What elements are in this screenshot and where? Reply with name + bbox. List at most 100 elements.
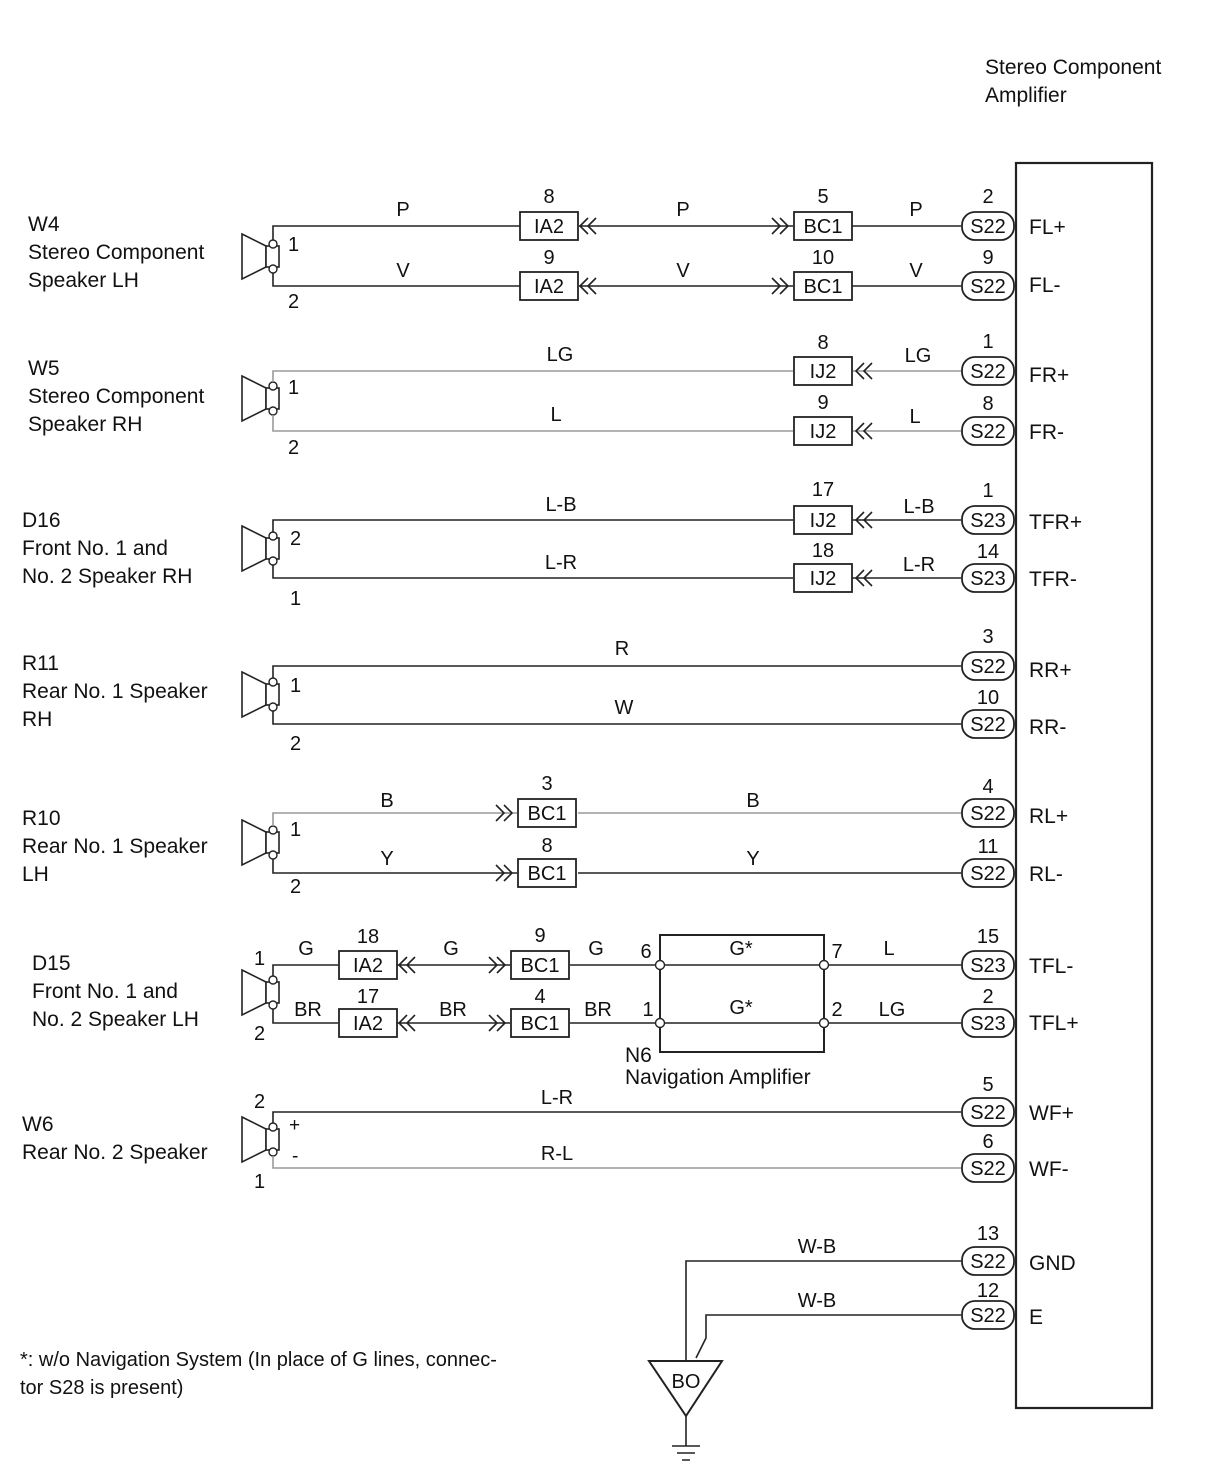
w4-wire1-color-b: P <box>676 199 689 221</box>
amp-connector-s23: S23 2 <box>961 986 1015 1038</box>
w6-wire2-color: R-L <box>541 1143 573 1165</box>
nav-wire-label: G* <box>729 997 753 1019</box>
svg-text:5: 5 <box>817 186 828 208</box>
speaker-icon <box>241 670 280 719</box>
ground-point-icon: BO <box>647 1360 724 1461</box>
svg-text:BC1: BC1 <box>804 216 843 238</box>
svg-text:S23: S23 <box>970 1013 1006 1035</box>
navigation-amplifier: 6 7 1 2 G* G* <box>640 934 843 1053</box>
svg-text:3: 3 <box>982 626 993 648</box>
amp-connector-s22: S22 10 <box>961 687 1015 739</box>
ground-wire2-color: W-B <box>798 1290 837 1312</box>
svg-text:18: 18 <box>812 540 834 562</box>
w4-pin2-label: 2 <box>288 291 299 313</box>
r10-wire2-color-a: Y <box>380 848 393 870</box>
connector-ij2: IJ2 9 <box>793 392 873 446</box>
svg-text:8: 8 <box>541 835 552 857</box>
svg-text:8: 8 <box>543 186 554 208</box>
group-d15: D15 Front No. 1 and No. 2 Speaker LH 1 2… <box>32 925 1079 1089</box>
terminal-label: RL- <box>1029 863 1063 886</box>
terminal-label: TFL- <box>1029 955 1073 978</box>
connector-ia2: IA2 18 <box>338 926 416 980</box>
svg-text:1: 1 <box>982 480 993 502</box>
svg-text:BC1: BC1 <box>528 863 567 885</box>
w6-code: W6 <box>22 1113 54 1136</box>
speaker-icon <box>241 374 280 423</box>
svg-text:4: 4 <box>982 776 993 798</box>
svg-text:18: 18 <box>357 926 379 948</box>
d15-wire2-color-a: BR <box>294 999 322 1021</box>
w6-pin-minus-label: 1 <box>254 1171 265 1193</box>
svg-text:S22: S22 <box>970 803 1006 825</box>
footnote-line2: tor S28 is present) <box>20 1377 183 1399</box>
d15-wire2-color-d: LG <box>879 999 906 1021</box>
svg-text:4: 4 <box>534 986 545 1008</box>
svg-text:S22: S22 <box>970 863 1006 885</box>
svg-text:IA2: IA2 <box>353 1013 383 1035</box>
r10-name-line1: Rear No. 1 Speaker <box>22 835 208 858</box>
svg-text:8: 8 <box>817 332 828 354</box>
svg-text:17: 17 <box>357 986 379 1008</box>
svg-text:S22: S22 <box>970 1102 1006 1124</box>
terminal-label: TFL+ <box>1029 1012 1079 1035</box>
footnote-line1: *: w/o Navigation System (In place of G … <box>20 1349 497 1371</box>
svg-text:2: 2 <box>831 999 842 1021</box>
w4-wire2-color-b: V <box>676 260 690 282</box>
d15-pin1-label: 1 <box>254 948 265 970</box>
stereo-component-amplifier: Stereo Component Amplifier <box>985 56 1161 1410</box>
w6-polarity-minus: - <box>292 1146 298 1167</box>
r10-pin1-label: 1 <box>290 819 301 841</box>
amp-connector-s22: S22 3 <box>961 626 1015 681</box>
terminal-label: WF- <box>1029 1158 1069 1181</box>
terminal-label: FL+ <box>1029 216 1066 239</box>
terminal-label: TFR+ <box>1029 511 1082 534</box>
amp-connector-s23: S23 14 <box>961 541 1015 593</box>
d15-wire1-color-d: L <box>883 938 894 960</box>
w4-wire1-color-c: P <box>909 199 922 221</box>
d15-wire1-color-c: G <box>588 938 604 960</box>
terminal-label: RR- <box>1029 716 1066 739</box>
w5-wire1-color-a: LG <box>547 344 574 366</box>
w5-wire2-color-b: L <box>909 406 920 428</box>
svg-text:9: 9 <box>543 247 554 269</box>
w5-code: W5 <box>28 357 60 380</box>
amp-connector-s22: S22 6 <box>961 1131 1015 1183</box>
svg-text:3: 3 <box>541 773 552 795</box>
r11-name-line1: Rear No. 1 Speaker <box>22 680 208 703</box>
d16-wire2-color-a: L-R <box>545 552 577 574</box>
group-w4: W4 Stereo Component Speaker LH 1 2 P P P… <box>28 186 1066 313</box>
w5-name-line1: Stereo Component <box>28 385 204 408</box>
connector-ia2: IA2 9 <box>519 247 597 301</box>
r10-code: R10 <box>22 807 61 830</box>
nav-wire-label: G* <box>729 938 753 960</box>
connector-bc1: BC1 8 <box>495 835 577 888</box>
connector-bc1: BC1 10 <box>771 247 853 301</box>
svg-text:10: 10 <box>977 687 999 709</box>
connector-ij2: IJ2 17 <box>793 479 873 535</box>
r10-wire2-color-b: Y <box>746 848 759 870</box>
w5-name-line2: Speaker RH <box>28 413 142 436</box>
navigation-amplifier-code: N6 <box>625 1044 652 1067</box>
connector-bc1: BC1 5 <box>771 186 853 241</box>
svg-text:10: 10 <box>812 247 834 269</box>
svg-text:8: 8 <box>982 393 993 415</box>
terminal-label: FL- <box>1029 274 1061 297</box>
svg-text:9: 9 <box>982 247 993 269</box>
amp-connector-s22: S22 9 <box>961 247 1015 301</box>
svg-text:6: 6 <box>640 941 651 963</box>
d16-pin-upper-label: 2 <box>290 528 301 550</box>
amp-connector-s22: S22 12 <box>961 1280 1015 1330</box>
w6-pin-plus-label: 2 <box>254 1091 265 1113</box>
svg-text:9: 9 <box>534 925 545 947</box>
r11-name-line2: RH <box>22 708 52 731</box>
d15-code: D15 <box>32 952 71 975</box>
svg-text:S23: S23 <box>970 568 1006 590</box>
w6-wire1-color: L-R <box>541 1087 573 1109</box>
svg-text:6: 6 <box>982 1131 993 1153</box>
r10-wire1-color-a: B <box>380 790 393 812</box>
d16-name-line2: No. 2 Speaker RH <box>22 565 192 588</box>
terminal-label: E <box>1029 1306 1043 1329</box>
d16-wire2-color-b: L-R <box>903 554 935 576</box>
svg-text:S22: S22 <box>970 361 1006 383</box>
connector-bc1: BC1 4 <box>488 986 570 1038</box>
